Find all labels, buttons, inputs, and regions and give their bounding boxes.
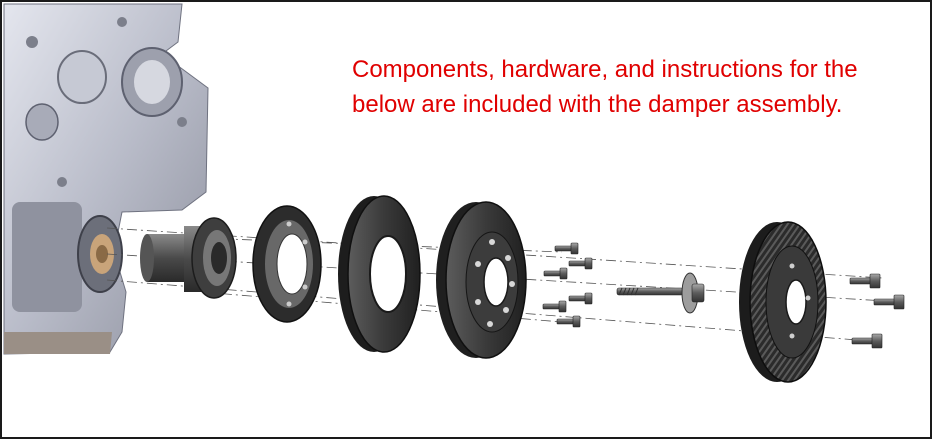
mounting-bolt <box>556 315 581 328</box>
crankshaft-hub <box>140 217 237 299</box>
mounting-bolts <box>542 242 593 328</box>
mounting-bolt <box>568 292 593 305</box>
damper-body <box>436 201 527 359</box>
mounting-bolt <box>542 300 567 313</box>
pulley-bolt <box>849 273 881 289</box>
adapter-ring <box>252 205 322 323</box>
assembly-note-line-1: Components, hardware, and instructions f… <box>352 56 858 83</box>
assembly-note-line-2: below are included with the damper assem… <box>352 91 843 118</box>
mounting-bolt <box>568 257 593 270</box>
inertia-ring <box>338 195 421 353</box>
pulley-bolts <box>849 273 905 349</box>
crank-bolt <box>616 272 705 314</box>
pulley-bolt <box>873 294 905 310</box>
mounting-bolt <box>554 242 579 255</box>
pulley-bolt <box>851 333 883 349</box>
assembly-note: Components, hardware, and instructions f… <box>352 52 912 122</box>
mounting-bolt <box>543 267 568 280</box>
engine-block <box>3 3 209 355</box>
pulley <box>739 221 827 383</box>
